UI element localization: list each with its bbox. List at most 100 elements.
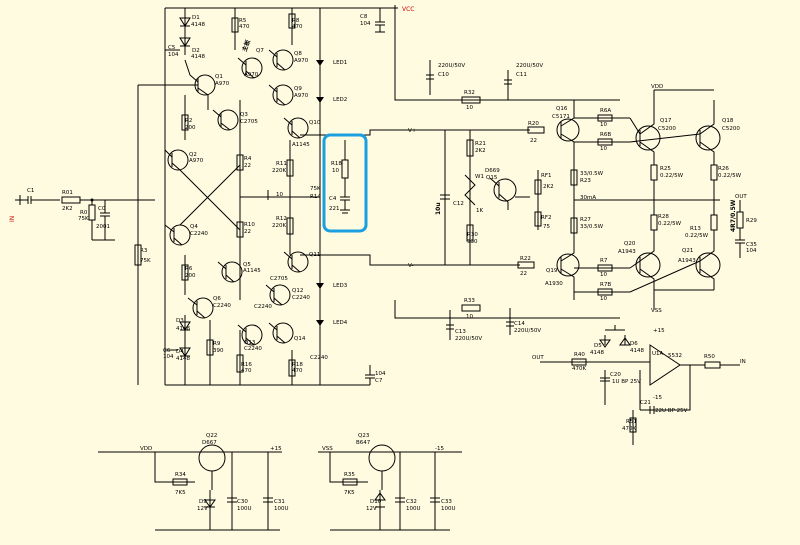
c31-capacitor (263, 452, 273, 530)
r21-label: R21 (475, 141, 486, 147)
c6-value: 104 (163, 354, 174, 360)
r18b-label: R18 (292, 362, 303, 368)
q19-transistor (556, 253, 580, 277)
r33-label: R33 (464, 298, 475, 304)
q16-transistor (556, 118, 580, 142)
c11-capacitor (504, 70, 512, 100)
q1-label: Q1 (215, 74, 223, 80)
q4-value: C2240 (190, 231, 208, 237)
d1-diode (179, 8, 191, 55)
opamp-label: 5532 (668, 353, 682, 359)
c21-label: C21 (640, 400, 651, 406)
r28-value: 0.22/5W (658, 221, 682, 227)
r12-label: R12 (276, 216, 287, 222)
r7-value: 10 (600, 272, 607, 278)
q17-value: C5200 (658, 126, 676, 132)
q10-label: Q10 (309, 120, 321, 126)
emitter-resistors (650, 164, 718, 231)
q13-value: C2240 (244, 346, 262, 352)
r27-value: 33/0.5W (580, 224, 604, 230)
q4-transistor (169, 224, 191, 246)
q12-value-2: C2240 (254, 304, 272, 310)
q7-transistor (241, 57, 263, 79)
q4-label: Q4 (190, 224, 198, 230)
q17-label: Q17 (660, 118, 672, 124)
r5-value: 470 (239, 24, 250, 30)
q22-transistor (198, 444, 226, 472)
q7-leads (237, 57, 255, 79)
vminus-label: V- (408, 263, 413, 269)
c13-value: 220U/50V (455, 336, 482, 342)
u1a-label: U1A (652, 351, 664, 357)
q8-value: A970 (294, 58, 309, 64)
r26-label: R26 (718, 166, 729, 172)
q6-leads (187, 297, 206, 319)
r13-label: R13 (690, 226, 701, 232)
r32-label: R32 (464, 90, 475, 96)
plus15-label: +15 (653, 328, 665, 334)
d6-value: 4148 (630, 348, 644, 354)
q21-transistor (695, 252, 721, 278)
c4-label: C4 (329, 196, 337, 202)
q21-value: A1943 (678, 258, 696, 264)
vss-label: VSS (651, 308, 662, 314)
r0-resistor (88, 200, 96, 240)
r7b-resistor (597, 288, 613, 296)
q22-value: D667 (202, 440, 217, 446)
q7-value: A970 (244, 72, 259, 78)
r7b-label: R7B (600, 282, 611, 288)
diff-stage: VCC R3 75K D1 4148 D2 4148 C5 104 R5 470… (134, 5, 530, 386)
c1-label: C1 (27, 188, 34, 194)
c30-value: 100U (237, 506, 252, 512)
q23-label: Q23 (358, 433, 370, 439)
r30-value: 330 (467, 239, 478, 245)
r22-resistor (517, 261, 535, 269)
input-connector (15, 195, 21, 205)
r29-label: R29 (746, 218, 757, 224)
q4-leads (164, 224, 183, 246)
r51-label: R51 (626, 419, 637, 425)
q8-transistor (272, 49, 294, 71)
rf2-value: 75 (543, 224, 550, 230)
led4-icon (316, 320, 324, 326)
r3-resistor (134, 244, 142, 266)
q11-transistor (287, 251, 309, 273)
d9-zener (204, 490, 216, 530)
led3-icon (316, 283, 324, 289)
zobel-network (735, 200, 745, 258)
r6-value: 200 (185, 273, 196, 279)
opamp-body (540, 344, 681, 386)
r6-label: R6 (185, 266, 193, 272)
d9-label: D9 (199, 499, 207, 505)
r11-label: R11 (276, 161, 287, 167)
reg1-bias (154, 452, 213, 490)
vplus-label: V+ (408, 128, 417, 134)
q9-transistor (272, 84, 294, 106)
c7-label: C7 (375, 378, 383, 384)
d5-d6-diodes (599, 335, 631, 348)
r40-label: R40 (574, 352, 585, 358)
q11-leads (283, 251, 301, 273)
cross-coupling (179, 164, 241, 231)
d3-label: D3 (176, 318, 184, 324)
c35-label: C35 (746, 242, 757, 248)
c32-label: C32 (406, 499, 417, 505)
r35-label: R35 (344, 472, 355, 478)
c5-line (164, 48, 180, 52)
emitter-wires (653, 180, 715, 215)
led1-icon (316, 60, 324, 66)
q18-transistor (695, 125, 721, 151)
q9-label: Q9 (294, 86, 302, 92)
r8-resistor (288, 8, 296, 45)
q6-value: C2240 (213, 303, 231, 309)
r01-resistor (61, 196, 81, 204)
gate-wires (574, 117, 630, 293)
r18-label: R18 (331, 161, 342, 167)
r9-label: R9 (213, 341, 221, 347)
r8-label: R8 (292, 18, 300, 24)
bias-wire (240, 190, 320, 200)
rf1-value: 2K2 (543, 184, 554, 190)
r14-value: 75K (310, 186, 321, 192)
r18-c4-network (340, 140, 350, 214)
r12-value: 220K (272, 223, 286, 229)
